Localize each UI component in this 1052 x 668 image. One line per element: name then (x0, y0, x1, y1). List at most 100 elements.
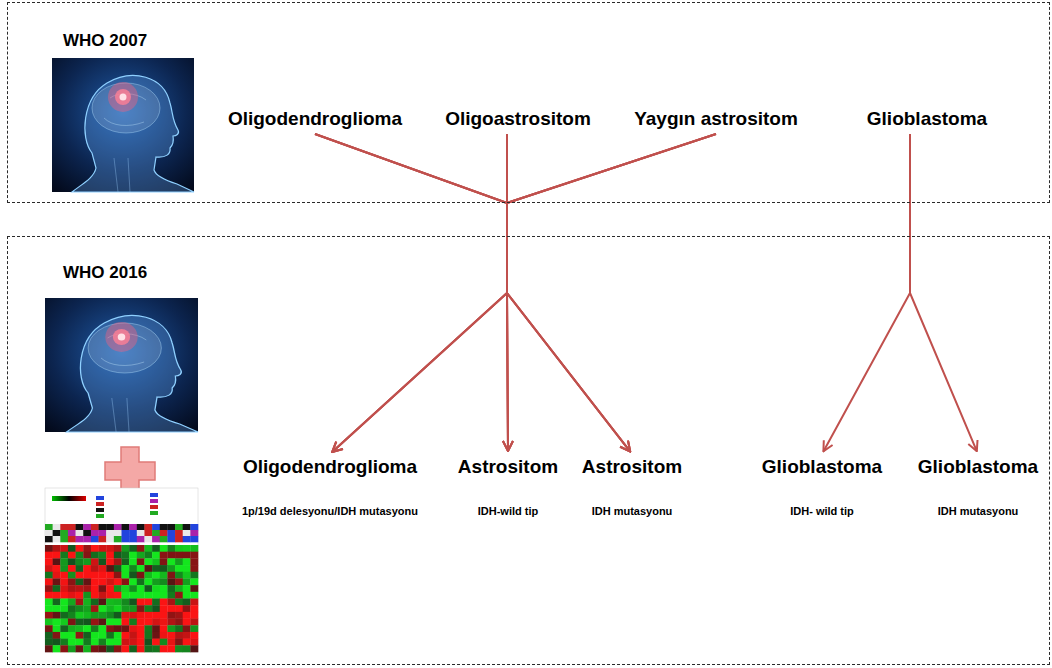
heatmap-cell (45, 578, 53, 585)
heatmap-cell (175, 524, 183, 530)
heatmap-cell (99, 632, 107, 639)
heatmap-cell (175, 530, 183, 536)
heatmap-cell (99, 645, 107, 652)
heatmap-cell (129, 536, 137, 542)
heatmap-cell (99, 565, 107, 572)
heatmap-cell (122, 545, 130, 552)
heatmap-cell (144, 599, 152, 606)
heatmap-cell (91, 612, 99, 619)
band-title: WHO 2007 (63, 31, 147, 51)
heatmap-cell (114, 530, 122, 536)
heatmap-cell (53, 530, 61, 536)
heatmap-cell (68, 530, 76, 536)
heatmap-cell (190, 612, 198, 619)
heatmap-cell (167, 619, 175, 626)
heatmap-cell (106, 599, 114, 606)
heatmap-image (45, 488, 198, 652)
heatmap-cell (99, 639, 107, 646)
heatmap-cell (83, 639, 91, 646)
heatmap-cell (167, 552, 175, 559)
heatmap-cell (137, 619, 145, 626)
heatmap-cell (167, 639, 175, 646)
heatmap-cell (144, 578, 152, 585)
heatmap-cell (91, 625, 99, 632)
heatmap-cell (144, 625, 152, 632)
tumor-name: Oligodendroglioma (242, 456, 418, 478)
heatmap-cell (167, 605, 175, 612)
heatmap-cell (83, 632, 91, 639)
heatmap-cell (175, 612, 183, 619)
heatmap-cell (190, 639, 198, 646)
heatmap-cell (91, 545, 99, 552)
heatmap-cell (160, 530, 168, 536)
heatmap-cell (76, 599, 84, 606)
heatmap-cell (175, 632, 183, 639)
heatmap-cell (190, 605, 198, 612)
heatmap-cell (53, 645, 61, 652)
molecular-marker: IDH mutasyonu (918, 505, 1038, 518)
heatmap-cell (99, 605, 107, 612)
heatmap-cell (152, 632, 160, 639)
heatmap-cell (114, 578, 122, 585)
tumor-label: AstrositomIDH-wild tip (455, 454, 561, 520)
heatmap-cell (137, 585, 145, 592)
heatmap-cell (53, 599, 61, 606)
classification-arrow (507, 134, 716, 451)
heatmap-cell (122, 552, 130, 559)
heatmap-cell (91, 619, 99, 626)
heatmap-cell (53, 605, 61, 612)
heatmap-cell (68, 612, 76, 619)
heatmap-cell (76, 565, 84, 572)
heatmap-cell (122, 524, 130, 530)
classification-arrow (910, 134, 977, 451)
heatmap-cell (152, 536, 160, 542)
heatmap-cell (83, 545, 91, 552)
heatmap-cell (167, 536, 175, 542)
heatmap-cell (183, 585, 191, 592)
heatmap-cell (106, 558, 114, 565)
heatmap-cell (45, 558, 53, 565)
heatmap-cell (137, 605, 145, 612)
heatmap-cell (160, 572, 168, 579)
heatmap-cell (129, 645, 137, 652)
molecular-marker: IDH mutasyonu (582, 505, 682, 518)
heatmap-cell (68, 585, 76, 592)
heatmap-cell (76, 605, 84, 612)
classification-arrow (315, 134, 630, 452)
heatmap-cell (129, 639, 137, 646)
heatmap-cell (45, 612, 53, 619)
tumor-label: GlioblastomaIDH mutasyonu (915, 454, 1041, 520)
heatmap-cell (137, 612, 145, 619)
heatmap-cell (175, 592, 183, 599)
heatmap-cell (175, 545, 183, 552)
heatmap-cell (160, 565, 168, 572)
heatmap-cell (60, 552, 68, 559)
heatmap-cell (68, 578, 76, 585)
heatmap-cell (137, 536, 145, 542)
heatmap-cell (53, 545, 61, 552)
heatmap-cell (45, 585, 53, 592)
heatmap-cell (76, 639, 84, 646)
heatmap-cell (83, 578, 91, 585)
heatmap-cell (167, 632, 175, 639)
heatmap-cell (152, 552, 160, 559)
heatmap-cell (122, 639, 130, 646)
heatmap-cell (53, 592, 61, 599)
heatmap-cell (68, 605, 76, 612)
heatmap-cell (167, 625, 175, 632)
heatmap-cell (144, 592, 152, 599)
heatmap-cell (122, 599, 130, 606)
heatmap-cell (45, 524, 53, 530)
heatmap-cell (152, 530, 160, 536)
heatmap-cell (53, 625, 61, 632)
heatmap-cell (114, 639, 122, 646)
heatmap-cell (91, 599, 99, 606)
heatmap-cell (99, 524, 107, 530)
heatmap-cell (91, 592, 99, 599)
heatmap-cell (45, 625, 53, 632)
heatmap-cell (99, 619, 107, 626)
heatmap-cell (68, 625, 76, 632)
heatmap-cell (144, 545, 152, 552)
